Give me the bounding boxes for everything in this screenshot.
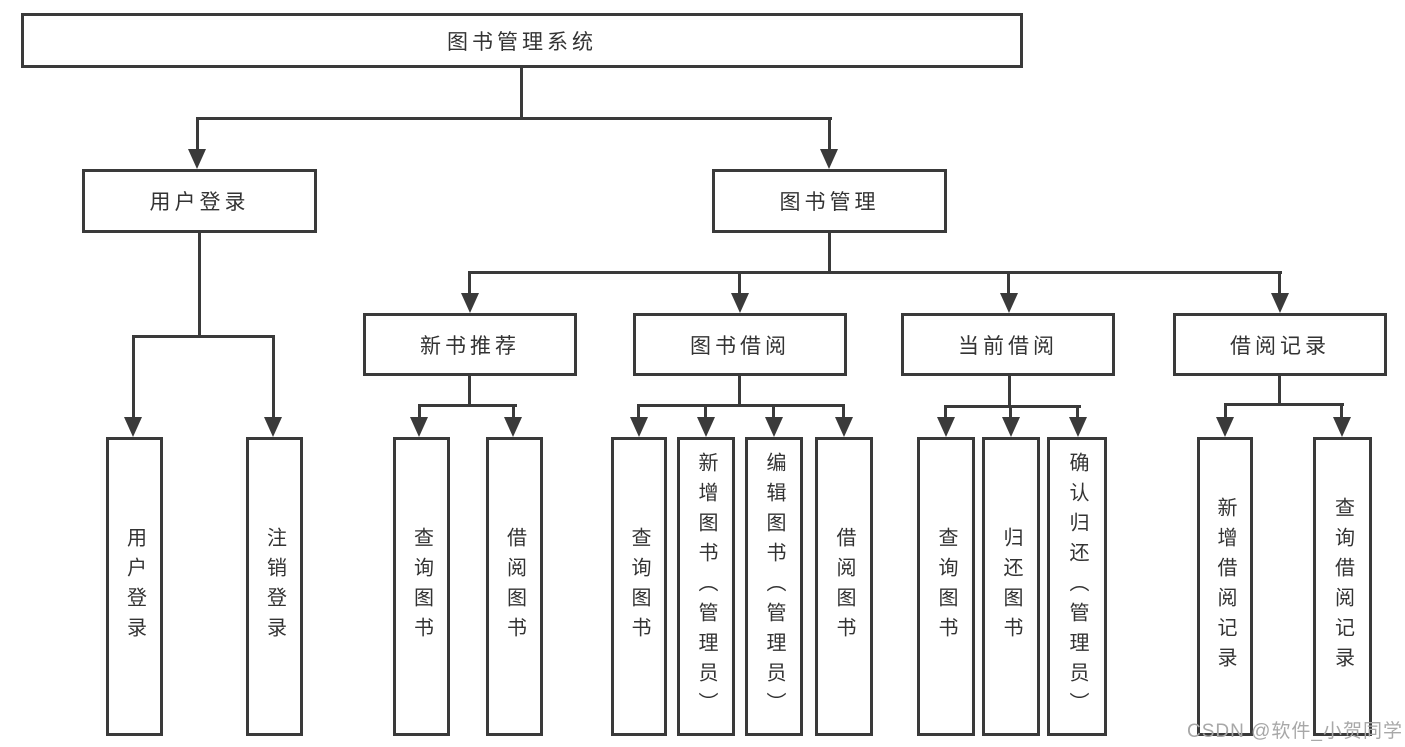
leaf-add-borrow-record: 新增借阅记录 (1197, 437, 1253, 736)
edge-user-login-rail (132, 335, 275, 338)
edge-borrow-records-down (1278, 374, 1281, 406)
arrow-rec-child1-icon (410, 417, 428, 437)
leaf-add-books-admin: 新增图书（管理员） (677, 437, 735, 736)
arrow-to-leaf-user-login-icon (124, 417, 142, 437)
leaf-query-books-borrowing: 查询图书 (611, 437, 667, 736)
edge-book-borrow-down (738, 374, 741, 407)
leaf-edit-books-admin: 编辑图书（管理员） (745, 437, 803, 736)
node-current-borrowing: 当前借阅 (901, 313, 1115, 376)
edge-to-book-mgmt-stem (828, 117, 831, 151)
edge-book-borrow-rail (637, 404, 845, 407)
leaf-logout-login: 注销登录 (246, 437, 303, 736)
node-book-borrowing: 图书借阅 (633, 313, 847, 376)
edge-new-book-rec-down (468, 374, 471, 407)
leaf-query-borrow-record: 查询借阅记录 (1313, 437, 1372, 736)
edge-cb-child2-stem (1009, 405, 1012, 419)
leaf-confirm-return-admin: 确认归还（管理员） (1047, 437, 1107, 736)
edge-current-borrow-rail (944, 405, 1081, 408)
node-book-management: 图书管理 (712, 169, 947, 233)
arrow-to-book-borrow-icon (731, 293, 749, 313)
leaf-borrow-books-recommend: 借阅图书 (486, 437, 543, 736)
edge-current-borrow-down (1008, 374, 1011, 408)
edge-new-book-rec-rail (418, 404, 517, 407)
edge-book-mgmt-stem (828, 231, 831, 274)
edge-bb-child3-stem (772, 404, 775, 419)
edge-borrow-records-rail (1224, 403, 1344, 406)
arrow-cb-child2-icon (1002, 417, 1020, 437)
node-borrowing-records: 借阅记录 (1173, 313, 1387, 376)
leaf-query-books-current: 查询图书 (917, 437, 975, 736)
arrow-cb-child3-icon (1069, 417, 1087, 437)
edge-bb-child4-stem (842, 404, 845, 419)
edge-rec-child1-stem (418, 404, 421, 419)
edge-to-leaf-user-login-stem (132, 335, 135, 419)
arrow-br-child2-icon (1333, 417, 1351, 437)
arrow-bb-child3-icon (765, 417, 783, 437)
edge-user-login-stem (198, 231, 201, 337)
arrow-bb-child2-icon (697, 417, 715, 437)
edge-cb-child3-stem (1076, 405, 1079, 419)
leaf-query-books-recommend: 查询图书 (393, 437, 450, 736)
edge-book-mgmt-rail (468, 271, 1282, 274)
edge-to-current-borrow-stem (1007, 271, 1010, 295)
leaf-user-login: 用户登录 (106, 437, 163, 736)
edge-root-stem (520, 66, 523, 119)
arrow-bb-child4-icon (835, 417, 853, 437)
arrow-rec-child2-icon (504, 417, 522, 437)
csdn-watermark: CSDN @软件_小贺同学 (1187, 721, 1403, 742)
edge-to-user-login-stem (196, 117, 199, 151)
edge-root-rail (196, 117, 832, 120)
edge-to-book-borrow-stem (738, 271, 741, 295)
arrow-to-book-mgmt-icon (820, 149, 838, 169)
arrow-br-child1-icon (1216, 417, 1234, 437)
edge-to-leaf-logout-stem (272, 335, 275, 419)
node-new-book-recommend: 新书推荐 (363, 313, 577, 376)
arrow-to-leaf-logout-icon (264, 417, 282, 437)
arrow-cb-child1-icon (937, 417, 955, 437)
edge-rec-child2-stem (512, 404, 515, 419)
leaf-return-books: 归还图书 (982, 437, 1040, 736)
arrow-to-borrow-records-icon (1271, 293, 1289, 313)
arrow-to-user-login-icon (188, 149, 206, 169)
edge-bb-child2-stem (704, 404, 707, 419)
edge-br-child1-stem (1224, 403, 1227, 419)
node-user-login: 用户登录 (82, 169, 317, 233)
edge-to-new-book-rec-stem (468, 271, 471, 295)
leaf-borrow-books-borrowing: 借阅图书 (815, 437, 873, 736)
edge-br-child2-stem (1340, 403, 1343, 419)
arrow-bb-child1-icon (630, 417, 648, 437)
edge-bb-child1-stem (637, 404, 640, 419)
edge-cb-child1-stem (944, 405, 947, 419)
arrow-to-current-borrow-icon (1000, 293, 1018, 313)
node-library-management-system: 图书管理系统 (21, 13, 1023, 68)
arrow-to-new-book-rec-icon (461, 293, 479, 313)
edge-to-borrow-records-stem (1278, 271, 1281, 295)
